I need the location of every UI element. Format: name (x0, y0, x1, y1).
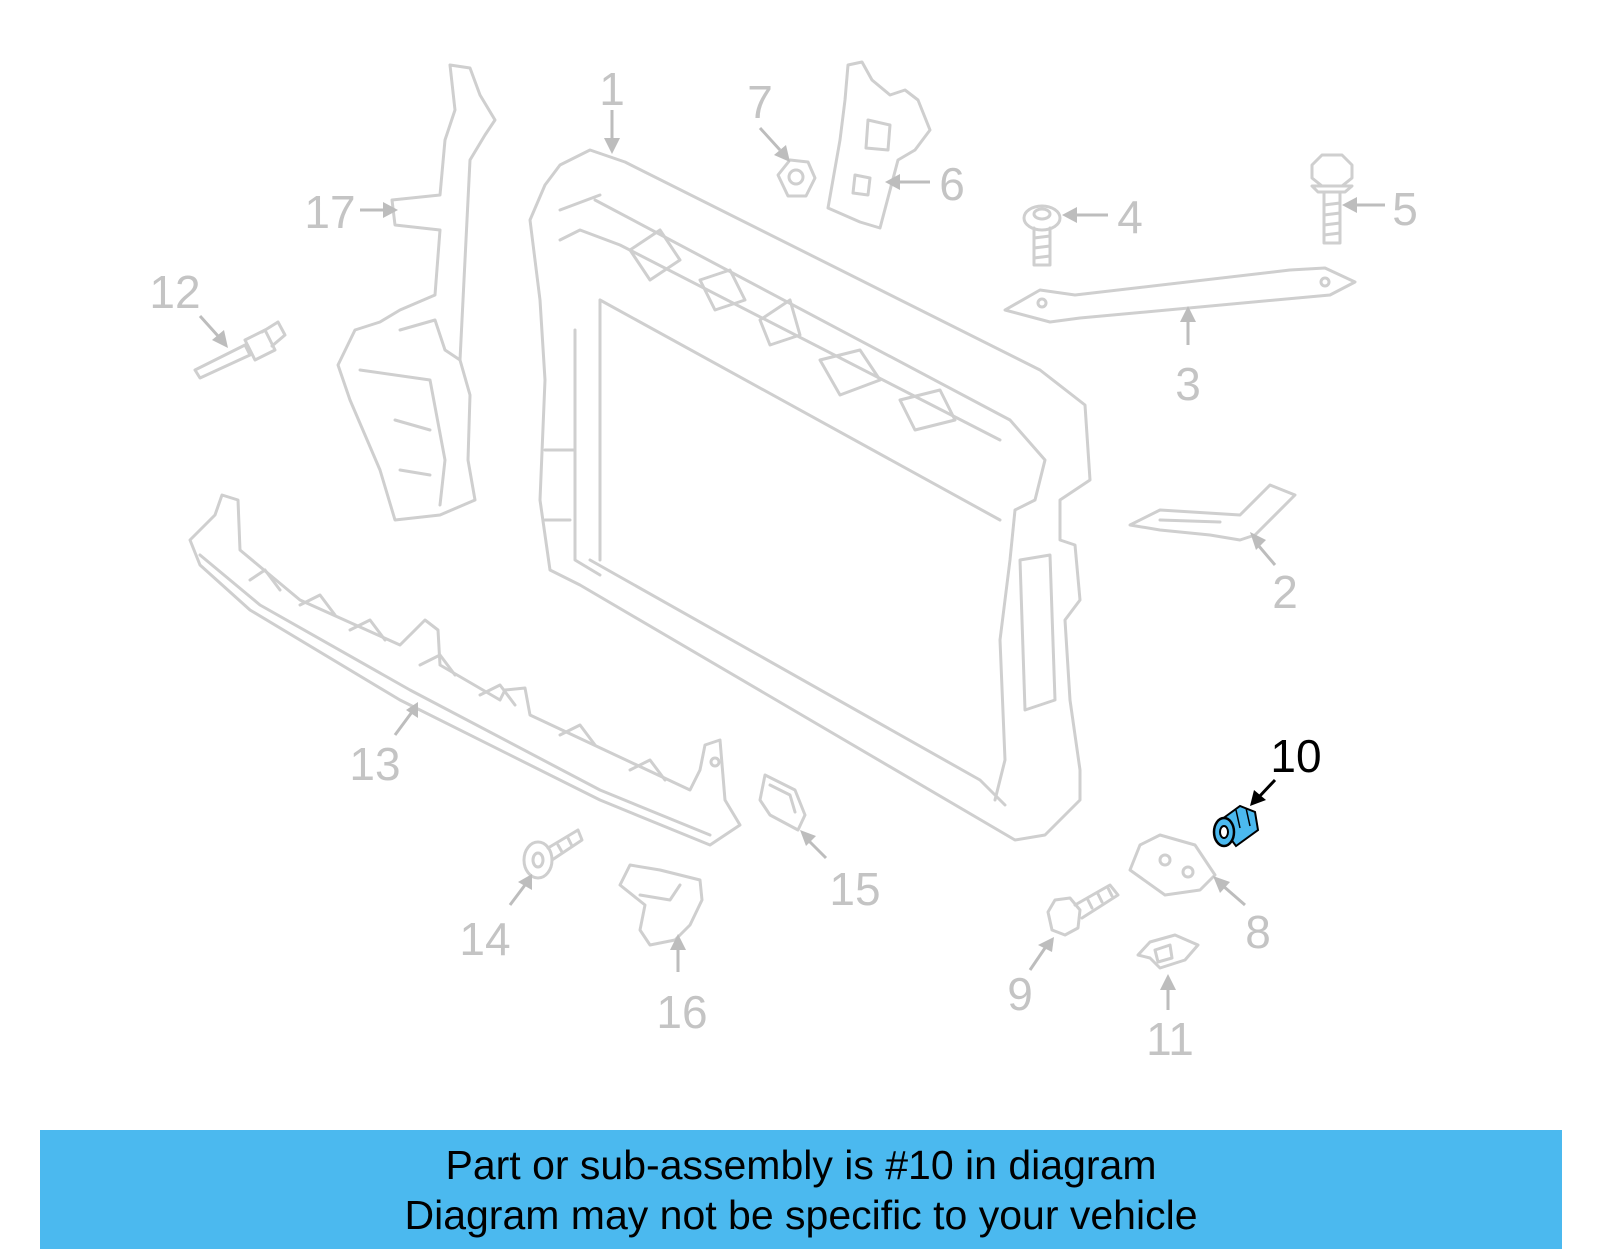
part-2-bracket (1128, 483, 1297, 542)
part-13-lower-member (188, 493, 742, 847)
part-9-bolt (1046, 883, 1120, 937)
svg-text:7: 7 (747, 76, 773, 128)
callout-16[interactable]: 16 (656, 934, 708, 1038)
callout-3[interactable]: 3 (1175, 306, 1201, 410)
part-10-clip-nut[interactable] (1212, 804, 1260, 848)
svg-text:2: 2 (1272, 566, 1298, 618)
svg-text:15: 15 (829, 863, 880, 915)
svg-text:5: 5 (1392, 183, 1418, 235)
callout-17[interactable]: 17 (304, 186, 398, 238)
callout-14[interactable]: 14 (459, 874, 532, 965)
banner-line-disclaimer: Diagram may not be specific to your vehi… (404, 1191, 1198, 1238)
svg-text:6: 6 (939, 158, 965, 210)
callout-8[interactable]: 8 (1213, 876, 1271, 958)
part-12-push-pin (193, 320, 287, 380)
part-8-plate (1128, 833, 1217, 897)
svg-text:17: 17 (304, 186, 355, 238)
svg-text:13: 13 (349, 738, 400, 790)
callout-1[interactable]: 1 (599, 63, 625, 154)
svg-text:16: 16 (656, 986, 707, 1038)
part-3-brace (1003, 266, 1357, 324)
callout-7[interactable]: 7 (747, 76, 790, 162)
svg-text:3: 3 (1175, 358, 1201, 410)
svg-text:10: 10 (1270, 730, 1321, 782)
callout-10[interactable]: 10 (1250, 730, 1322, 806)
part-5-bolt (1310, 153, 1354, 245)
info-banner: Part or sub-assembly is #10 in diagram D… (40, 1130, 1562, 1249)
callout-13[interactable]: 13 (349, 702, 418, 790)
callout-12[interactable]: 12 (149, 266, 228, 348)
callout-6[interactable]: 6 (885, 158, 965, 210)
part-11-clip (1136, 933, 1200, 970)
parts-diagram: 1 2 3 4 5 (149, 60, 1418, 1065)
part-16-bracket (618, 863, 704, 947)
svg-text:14: 14 (459, 913, 510, 965)
svg-text:8: 8 (1245, 906, 1271, 958)
part-7-nut (776, 158, 817, 198)
callout-9[interactable]: 9 (1007, 937, 1054, 1020)
part-14-bolt (522, 828, 584, 880)
callout-11[interactable]: 11 (1146, 974, 1194, 1065)
callout-15[interactable]: 15 (800, 830, 881, 915)
callout-5[interactable]: 5 (1342, 183, 1418, 235)
callout-4[interactable]: 4 (1062, 191, 1143, 243)
svg-text:11: 11 (1146, 1013, 1194, 1065)
svg-text:12: 12 (149, 266, 200, 318)
part-6-bracket (826, 60, 932, 230)
part-1-radiator-support (528, 148, 1092, 842)
callout-2[interactable]: 2 (1250, 532, 1298, 618)
part-15-clip (758, 773, 807, 832)
part-17-deflector (336, 63, 497, 522)
svg-text:4: 4 (1117, 191, 1143, 243)
svg-text:9: 9 (1007, 968, 1033, 1020)
banner-line-part: Part or sub-assembly is #10 in diagram (445, 1141, 1157, 1188)
part-4-bolt (1022, 204, 1062, 267)
svg-text:1: 1 (599, 63, 625, 115)
